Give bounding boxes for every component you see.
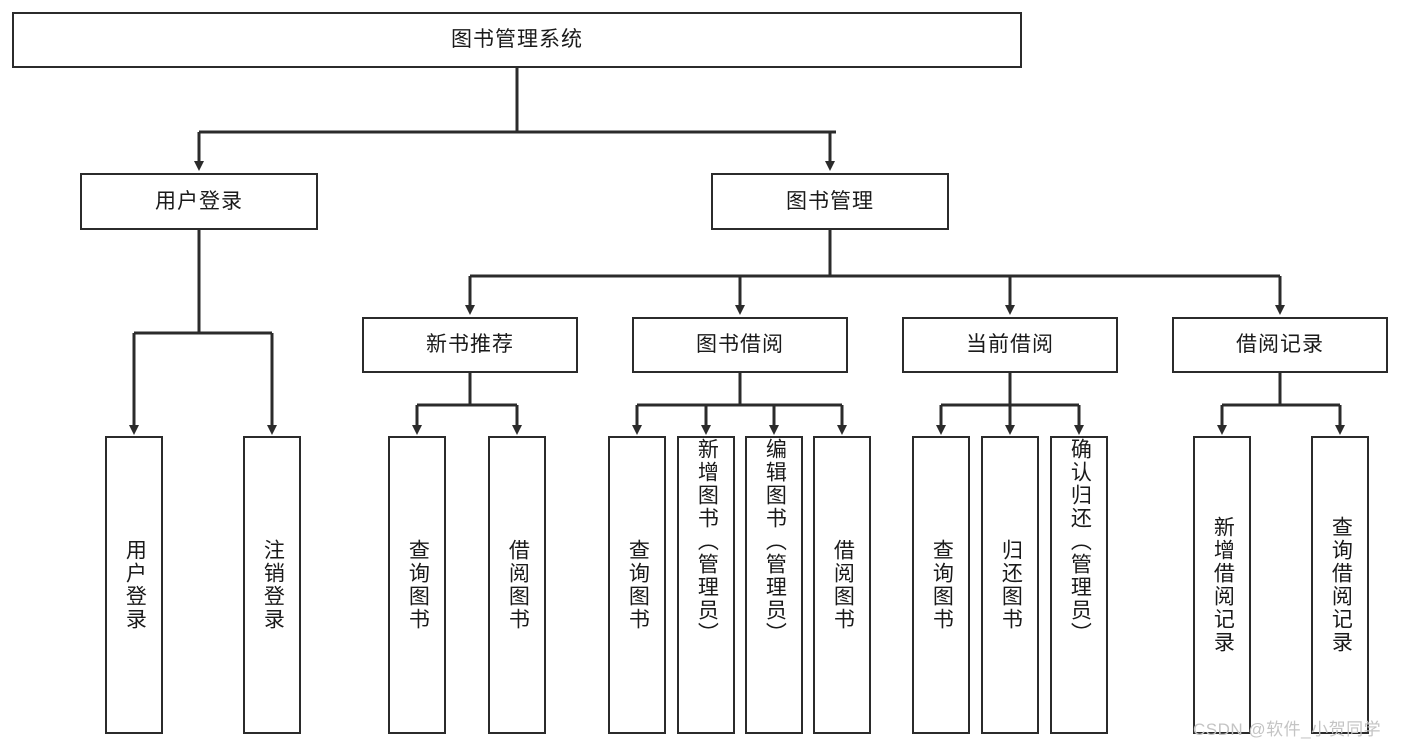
leaf-label: 确认归还（管理员） [1068,438,1092,645]
leaf-label: 新增图书（管理员） [695,438,719,645]
node-new-book-recommendation[interactable]: 新书推荐 [362,317,578,373]
node-label: 当前借阅 [966,333,1054,357]
leaf-user-login[interactable]: 用户登录 [105,436,163,734]
leaf-return-book[interactable]: 归还图书 [981,436,1039,734]
leaf-query-book-nb[interactable]: 查询图书 [388,436,446,734]
node-book-management[interactable]: 图书管理 [711,173,949,230]
leaf-label: 借阅图书 [506,539,530,631]
leaf-label: 注销登录 [261,539,285,631]
leaf-query-book-cb[interactable]: 查询图书 [912,436,970,734]
leaf-label: 查询图书 [406,539,430,631]
leaf-label: 查询图书 [930,539,954,631]
leaf-logout-login[interactable]: 注销登录 [243,436,301,734]
leaf-label: 编辑图书（管理员） [763,438,787,645]
node-label: 新书推荐 [426,333,514,357]
node-current-borrowing[interactable]: 当前借阅 [902,317,1118,373]
leaf-add-borrow-record[interactable]: 新增借阅记录 [1193,436,1251,734]
node-label: 借阅记录 [1236,333,1324,357]
node-user-login[interactable]: 用户登录 [80,173,318,230]
leaf-edit-book-admin[interactable]: 编辑图书（管理员） [745,436,803,734]
leaf-label: 归还图书 [999,539,1023,631]
node-label: 图书借阅 [696,333,784,357]
leaf-borrow-book-nb[interactable]: 借阅图书 [488,436,546,734]
leaf-label: 查询图书 [626,539,650,631]
leaf-confirm-return-admin[interactable]: 确认归还（管理员） [1050,436,1108,734]
node-borrowing-record[interactable]: 借阅记录 [1172,317,1388,373]
leaf-label: 新增借阅记录 [1211,516,1235,654]
node-book-borrowing[interactable]: 图书借阅 [632,317,848,373]
leaf-query-borrow-record[interactable]: 查询借阅记录 [1311,436,1369,734]
node-label: 用户登录 [155,189,243,213]
leaf-borrow-book-bb[interactable]: 借阅图书 [813,436,871,734]
leaf-label: 查询借阅记录 [1329,516,1353,654]
leaf-label: 借阅图书 [831,539,855,631]
csdn-watermark: CSDN @软件_小贺同学 [1193,720,1382,739]
node-label: 图书管理系统 [451,28,583,52]
node-book-management-system[interactable]: 图书管理系统 [12,12,1022,68]
leaf-query-book-bb[interactable]: 查询图书 [608,436,666,734]
leaf-add-book-admin[interactable]: 新增图书（管理员） [677,436,735,734]
leaf-label: 用户登录 [123,539,147,631]
node-label: 图书管理 [786,189,874,213]
